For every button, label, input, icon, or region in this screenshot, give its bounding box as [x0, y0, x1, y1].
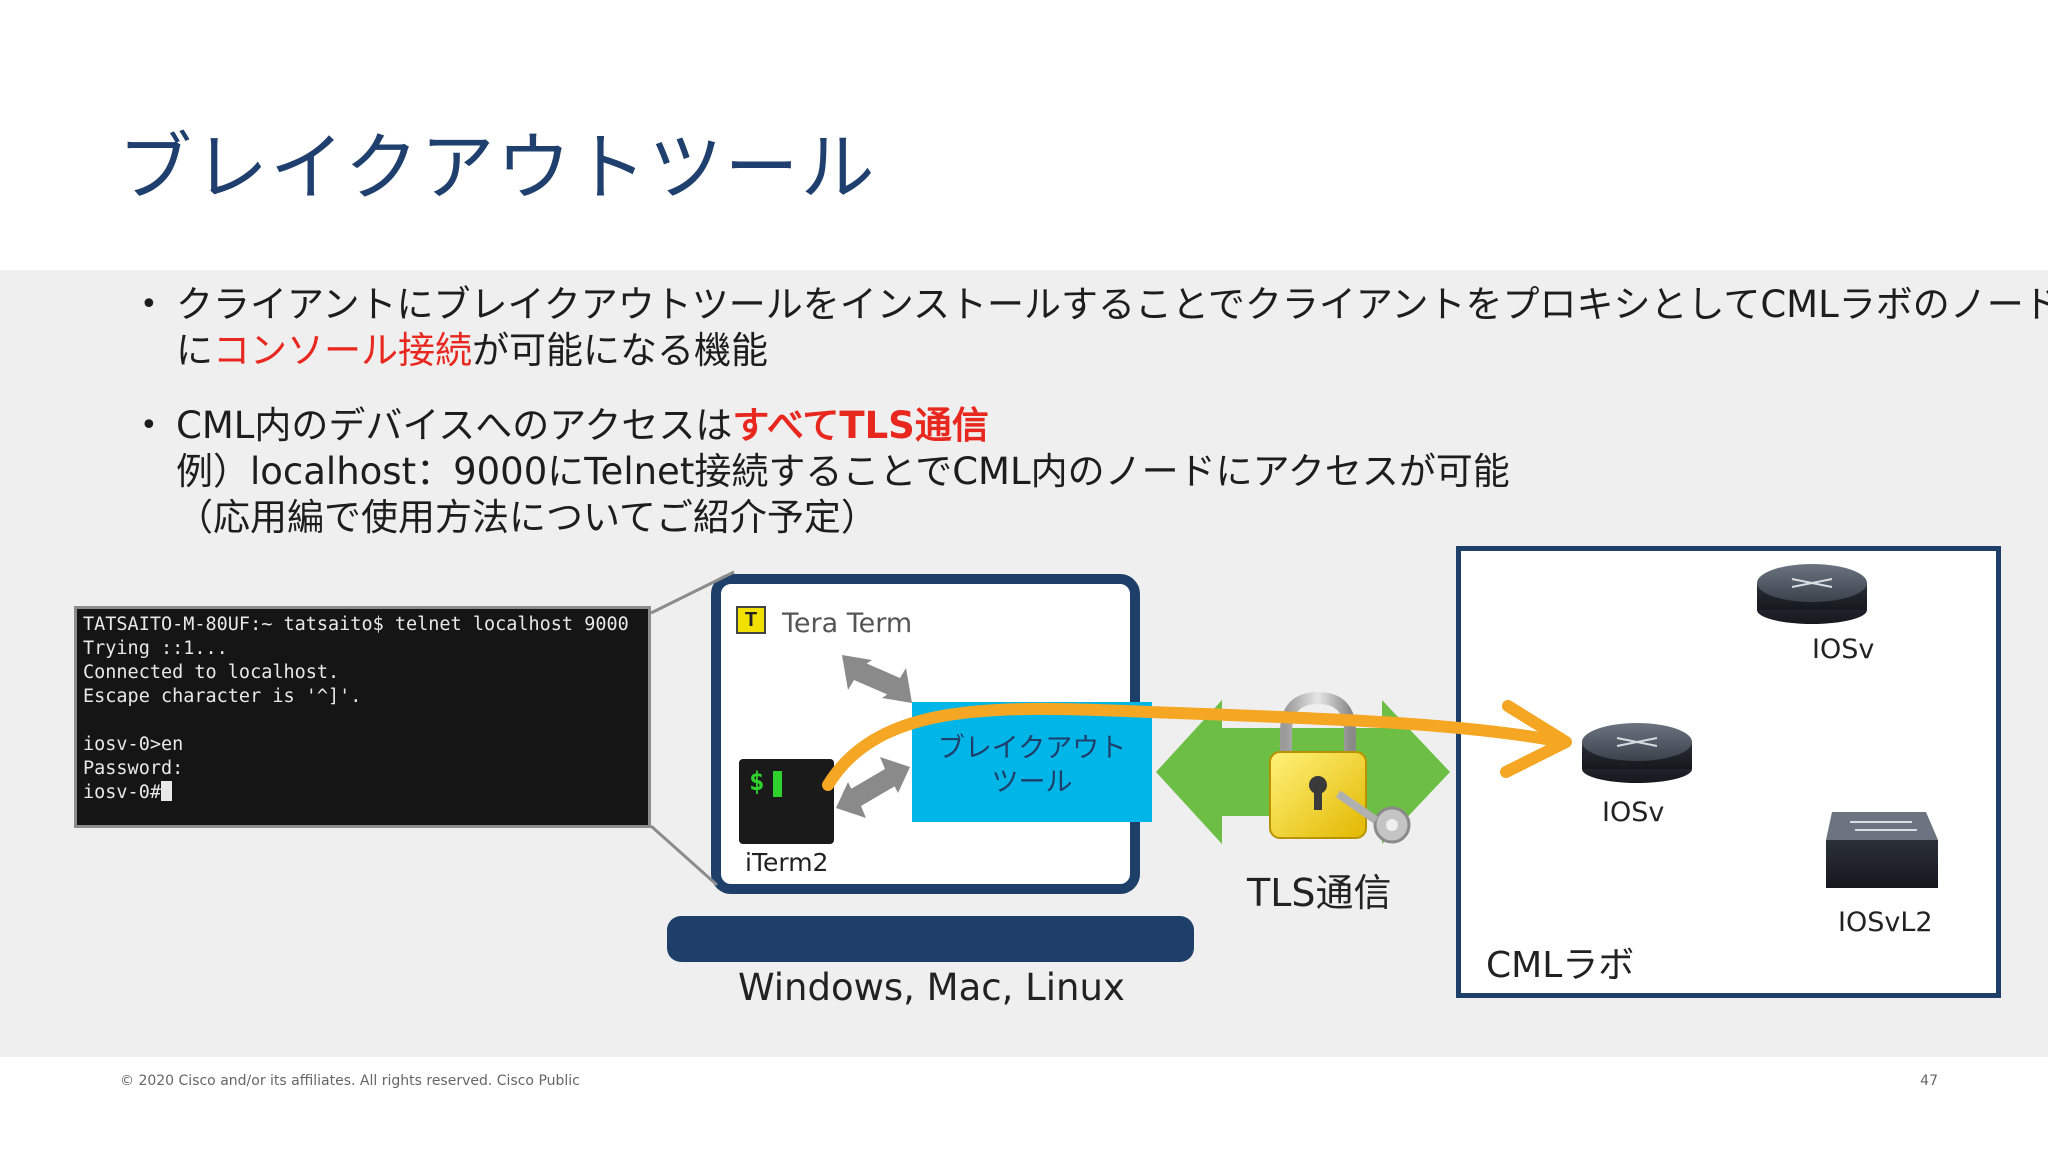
highlight-console: コンソール接続: [213, 329, 472, 372]
os-label: Windows, Mac, Linux: [738, 966, 1125, 1009]
breakout-tool-box: ブレイクアウト ツール: [912, 702, 1152, 822]
bullet-2-line-3: （応用編で使用方法についてご紹介予定）: [176, 496, 878, 539]
bullet-dot: •: [140, 408, 158, 443]
bullet-2-line-1: CML内のデバイスへのアクセスはすべてTLS通信: [176, 404, 989, 447]
laptop-base: [667, 916, 1194, 962]
highlight-tls: すべてTLS通信: [732, 404, 989, 447]
tls-label: TLS通信: [1247, 871, 1392, 915]
page-number: 47: [1920, 1073, 1938, 1089]
teraterm-icon: T: [736, 606, 766, 634]
bullet-2-line-2: 例）localhost：9000にTelnet接続することでCML内のノードにア…: [176, 450, 1510, 493]
iterm-cursor: [773, 771, 782, 797]
bullet-1-line-2: にコンソール接続が可能になる機能: [176, 329, 768, 372]
slide-title: ブレイクアウトツール: [118, 125, 877, 211]
terminal-window: TATSAITO-M-80UF:~ tatsaito$ telnet local…: [74, 606, 651, 828]
breakout-label-line-2: ツール: [991, 767, 1073, 798]
bullet-dot: •: [140, 287, 158, 322]
iterm-icon: $: [739, 759, 834, 844]
iterm-label: iTerm2: [745, 848, 829, 877]
bullet-1-line-1: クライアントにブレイクアウトツールをインストールすることでクライアントをプロキシ…: [176, 283, 2048, 326]
cml-lab-label: CMLラボ: [1486, 945, 1635, 986]
teraterm-label: Tera Term: [782, 608, 913, 639]
node-label-iosvl2: IOSvL2: [1838, 907, 1933, 938]
footer-copyright: © 2020 Cisco and/or its affiliates. All …: [120, 1073, 580, 1089]
terminal-cursor: [160, 781, 172, 801]
node-label-iosv-2: IOSv: [1602, 797, 1665, 828]
breakout-label-line-1: ブレイクアウト: [937, 733, 1127, 764]
node-label-iosv-1: IOSv: [1812, 634, 1875, 665]
terminal-output: TATSAITO-M-80UF:~ tatsaito$ telnet local…: [83, 614, 629, 803]
iterm-prompt: $: [749, 767, 765, 797]
